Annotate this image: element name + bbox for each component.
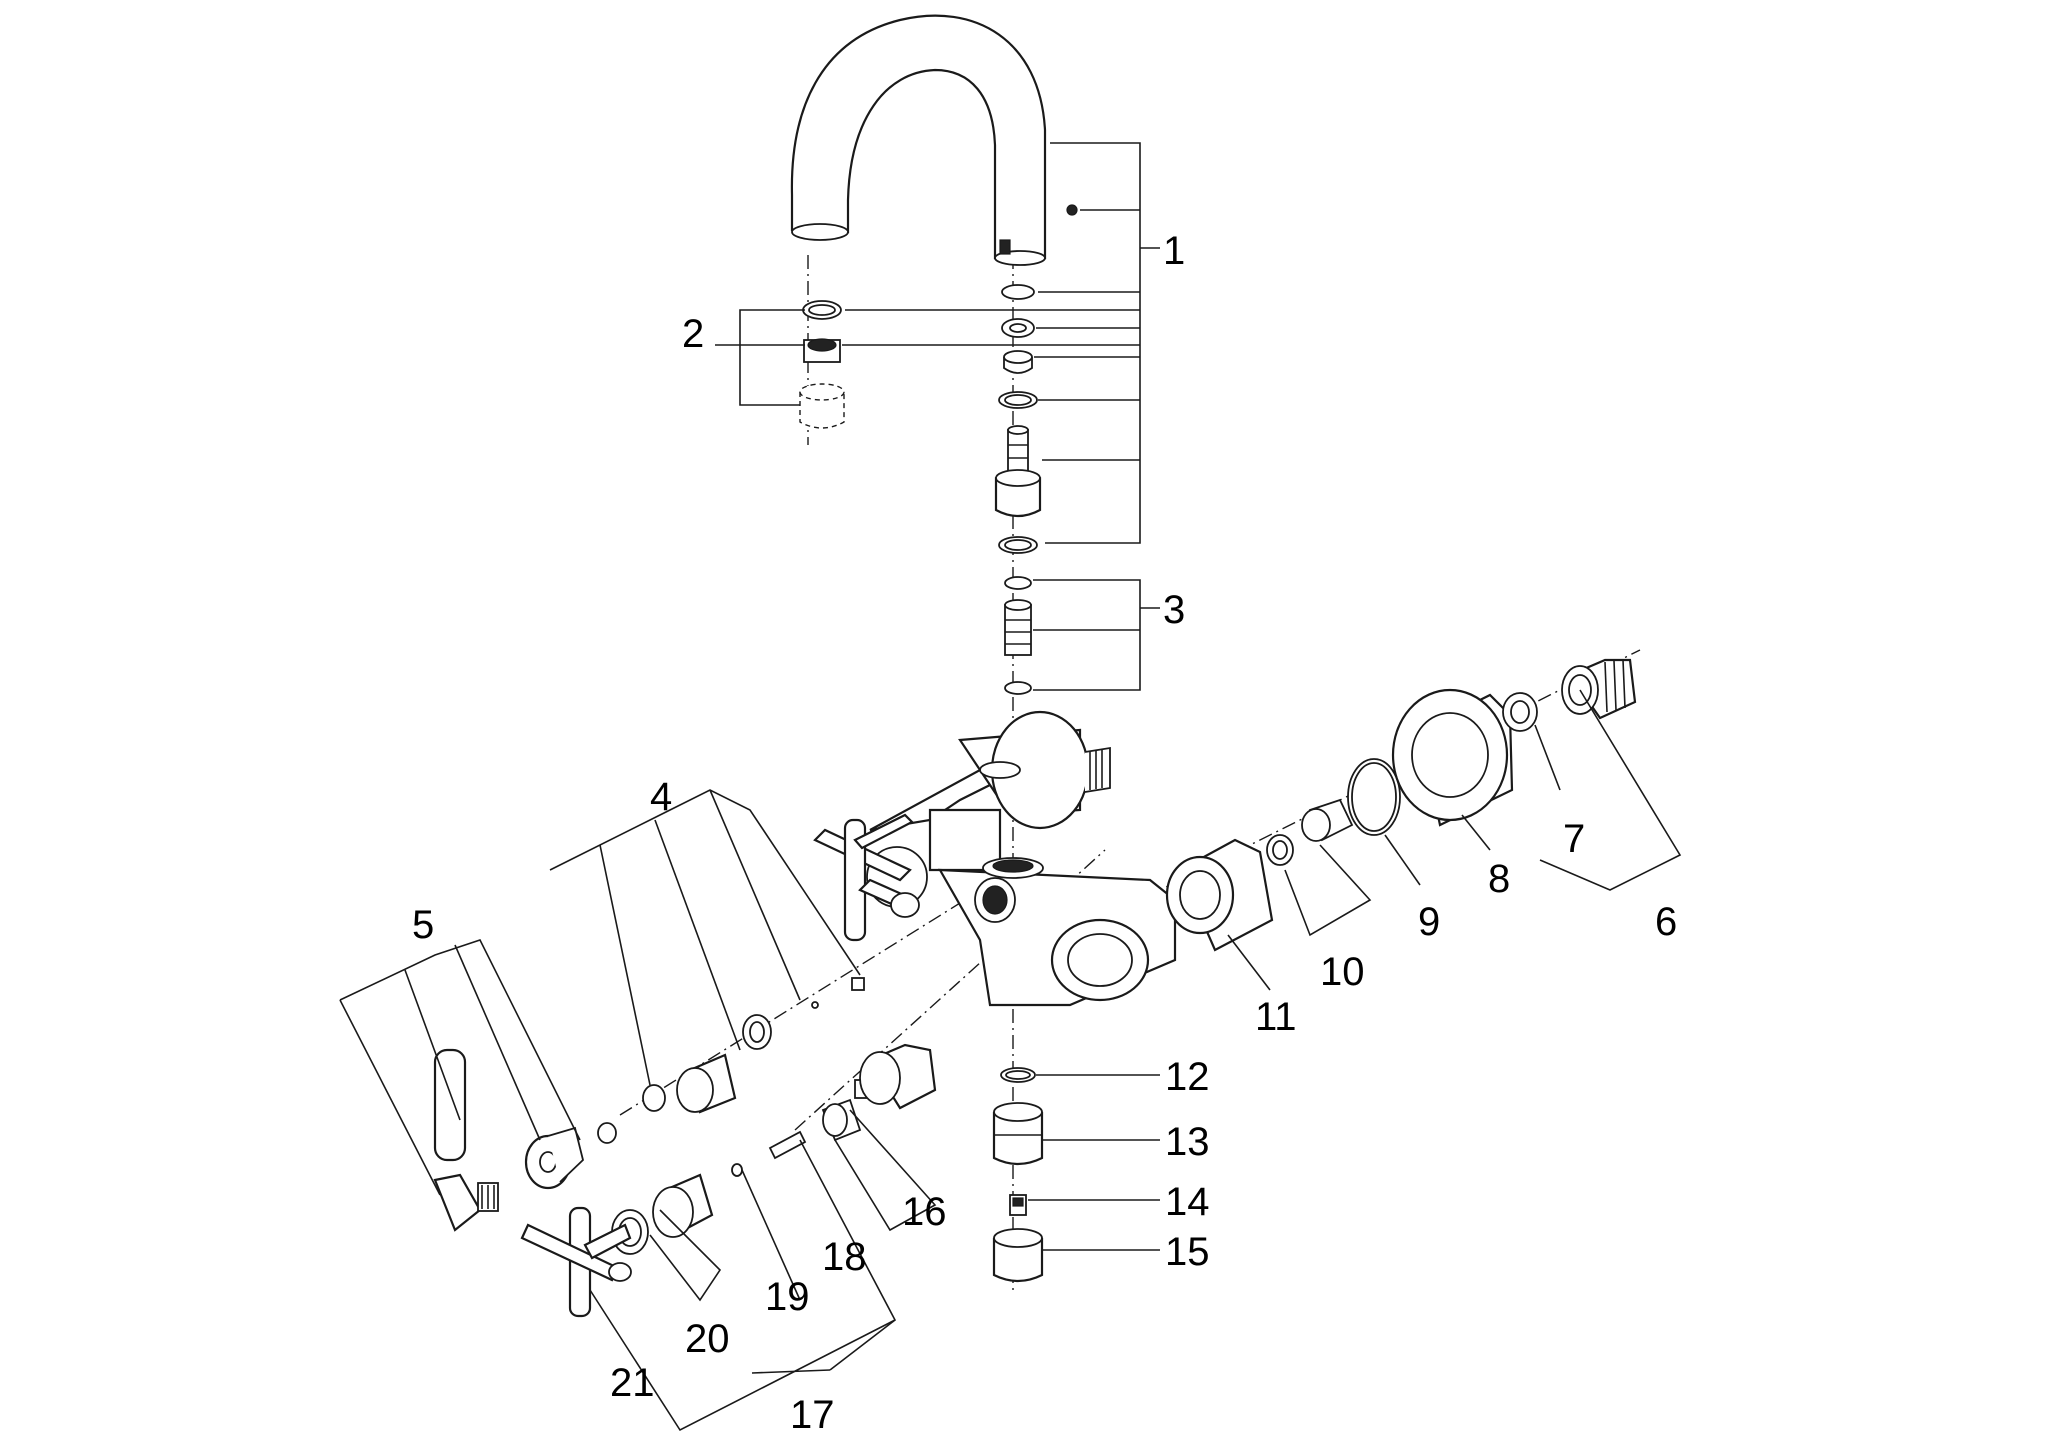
callout-4: 4 [650, 775, 672, 819]
spout-seal-stack [994, 284, 1042, 554]
lower-outlet-stack [992, 1067, 1044, 1283]
callout-6: 6 [1655, 900, 1677, 944]
callout-11: 11 [1255, 995, 1297, 1039]
mixer-body [866, 710, 1177, 1007]
callout-8: 8 [1488, 857, 1510, 901]
callout-13: 13 [1165, 1120, 1210, 1164]
wall-fittings [1165, 658, 1637, 952]
callout-16: 16 [902, 1190, 947, 1234]
callout-18: 18 [822, 1235, 867, 1279]
callout-5: 5 [412, 903, 434, 947]
callout-20: 20 [685, 1317, 730, 1361]
callout-2: 2 [682, 312, 704, 356]
callout-15: 15 [1165, 1230, 1210, 1274]
callout-1: 1 [1163, 229, 1185, 273]
callout-labels: 1 2 3 4 5 6 7 8 9 10 11 12 13 14 15 16 1… [412, 229, 1677, 1437]
callout-21: 21 [610, 1361, 655, 1405]
callout-12: 12 [1165, 1055, 1210, 1099]
spout [790, 14, 1078, 266]
callout-3: 3 [1163, 588, 1185, 632]
adapter-stack [1004, 576, 1032, 695]
upper-cross-handle [813, 813, 920, 942]
callout-19: 19 [765, 1275, 810, 1319]
leader-lines [339, 142, 1682, 1432]
callout-9: 9 [1418, 900, 1440, 944]
callout-14: 14 [1165, 1180, 1210, 1224]
callout-17: 17 [790, 1393, 835, 1437]
callout-7: 7 [1563, 817, 1585, 861]
aerator [799, 300, 845, 429]
callout-10: 10 [1320, 950, 1365, 994]
